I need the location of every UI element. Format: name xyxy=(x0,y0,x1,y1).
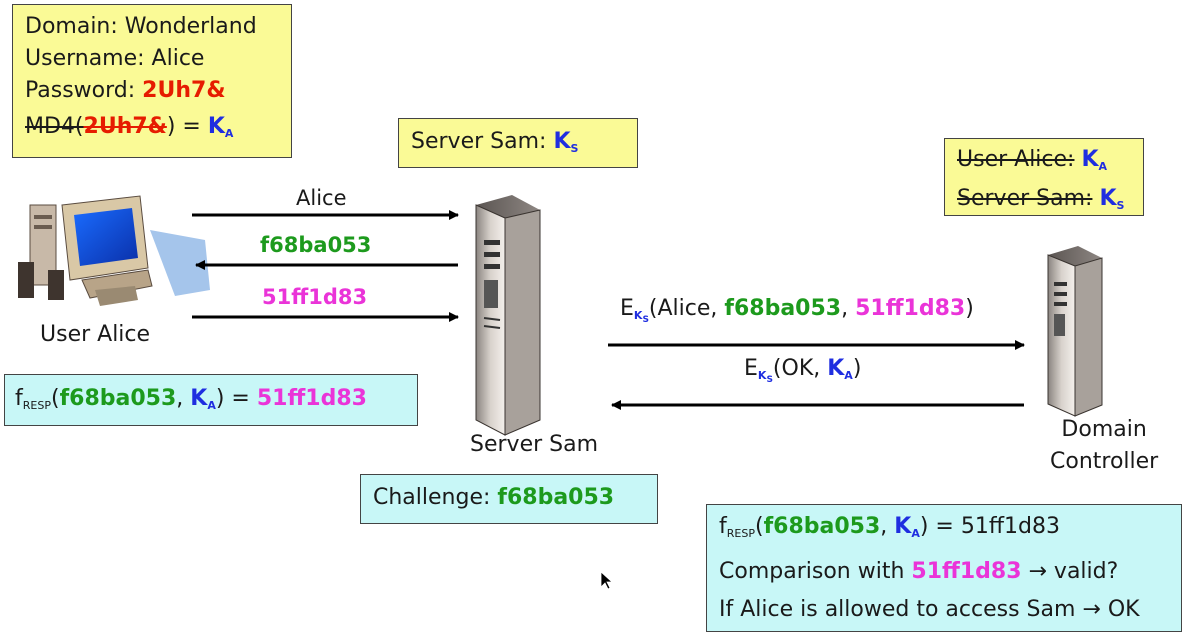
dc-verification-box: fRESP(f68ba053, KA) = 51ff1d83 Compariso… xyxy=(706,504,1182,632)
alice-credentials-box: Domain: Wonderland Username: Alice Passw… xyxy=(12,4,292,158)
server-key-label: Server Sam: xyxy=(411,129,547,154)
dc-compare-line: Comparison with 51ff1d83 → valid? xyxy=(719,559,1119,584)
server-sam-icon xyxy=(475,195,541,436)
msg-username: Alice xyxy=(296,186,347,210)
msg-to-dc: EKS(Alice, f68ba053, 51ff1d83) xyxy=(620,296,974,326)
node-label-alice: User Alice xyxy=(40,322,151,347)
node-label-server: Server Sam xyxy=(470,432,599,457)
challenge-value: f68ba053 xyxy=(497,485,615,510)
alice-response-calc-box: fRESP(f68ba053, KA) = 51ff1d83 xyxy=(4,374,418,426)
challenge-label: Challenge: xyxy=(373,485,491,510)
mouse-cursor-icon xyxy=(600,571,614,590)
dc-user-key: KA xyxy=(1081,147,1108,173)
server-key-box: Server Sam: KS xyxy=(398,118,638,168)
password-value: 2Uh7& xyxy=(142,78,226,103)
msg-from-dc: EKS(OK, KA) xyxy=(744,356,862,386)
key-alice: KA xyxy=(207,114,234,140)
dc-keys-box: User Alice: KA Server Sam: KS xyxy=(944,138,1144,216)
domain-text: Domain: Wonderland xyxy=(25,14,257,39)
key-server: KS xyxy=(553,129,579,155)
username-text: Username: Alice xyxy=(25,46,205,71)
challenge-box: Challenge: f68ba053 xyxy=(360,474,658,524)
msg-response: 51ff1d83 xyxy=(262,285,368,309)
dc-access-line: If Alice is allowed to access Sam → OK xyxy=(719,597,1140,622)
dc-server-key: KS xyxy=(1099,186,1125,212)
msg-challenge: f68ba053 xyxy=(260,233,372,257)
md4-suffix: ) = xyxy=(166,114,201,139)
password-line: Password: 2Uh7& xyxy=(25,75,291,107)
dc-server-label: Server Sam: xyxy=(957,186,1093,211)
md4-prefix: MD4( xyxy=(25,114,84,139)
md4-argument: 2Uh7& xyxy=(83,114,167,139)
node-label-dc: Domain Controller xyxy=(1050,417,1159,474)
computer-icon xyxy=(18,195,210,306)
dc-fresp-line: fRESP(f68ba053, KA) = 51ff1d83 xyxy=(719,514,1060,540)
domain-controller-icon xyxy=(1047,246,1103,417)
md4-line: MD4(2Uh7&) = KA xyxy=(25,111,291,150)
dc-user-label: User Alice: xyxy=(957,147,1075,172)
password-label: Password: xyxy=(25,78,136,103)
